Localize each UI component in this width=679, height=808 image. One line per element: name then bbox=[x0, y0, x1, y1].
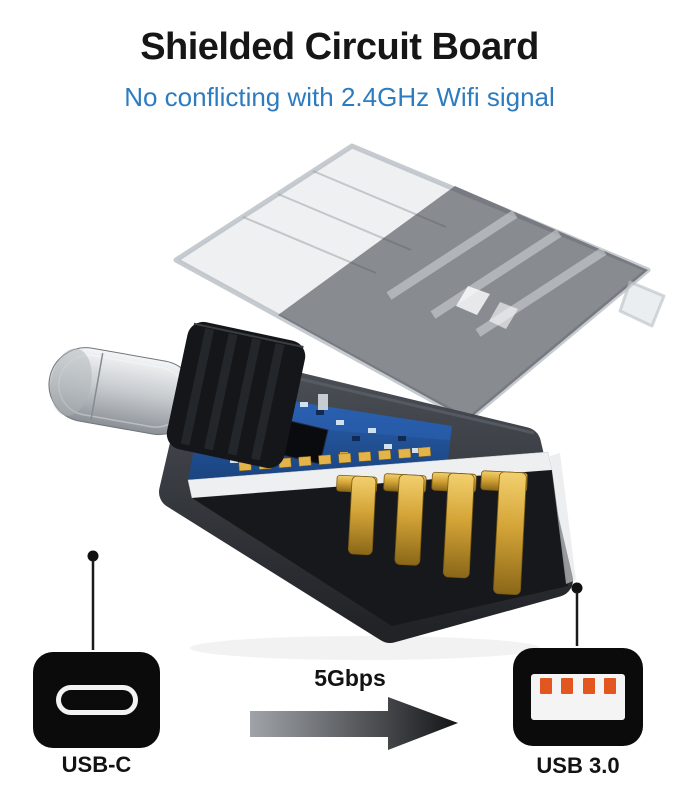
strain-relief bbox=[166, 321, 306, 469]
callout-dot-left bbox=[87, 550, 99, 562]
usb-c-port-icon bbox=[33, 652, 160, 748]
right-edge-highlight bbox=[550, 453, 576, 584]
callout-left bbox=[87, 550, 99, 650]
translucent-shell bbox=[173, 143, 666, 423]
usb-3-label: USB 3.0 bbox=[536, 753, 620, 778]
page-subtitle: No conflicting with 2.4GHz Wifi signal bbox=[124, 82, 555, 112]
callout-right bbox=[571, 582, 583, 646]
usb-c-plug bbox=[48, 347, 197, 436]
usb-c-oval-icon bbox=[55, 685, 138, 715]
usb-a-pin-icon bbox=[582, 678, 595, 694]
arrow-right-icon bbox=[250, 697, 458, 750]
usb-a-pin-icon bbox=[561, 678, 574, 694]
header: Shielded Circuit Board No conflicting wi… bbox=[0, 0, 679, 113]
usb-a-pin-icon bbox=[540, 678, 553, 694]
usb-a-pins bbox=[336, 470, 528, 595]
page-title: Shielded Circuit Board bbox=[140, 26, 539, 68]
usb-a-socket-icon bbox=[531, 674, 625, 720]
callout-dot-right bbox=[571, 582, 583, 594]
usb-a-pin-icon bbox=[603, 678, 616, 694]
usb-a-cavity bbox=[192, 470, 568, 626]
ground-shadow bbox=[190, 636, 540, 660]
speed-label: 5Gbps bbox=[314, 665, 386, 691]
usb-a-port-icon bbox=[513, 648, 643, 746]
usb-c-label: USB-C bbox=[61, 752, 132, 777]
